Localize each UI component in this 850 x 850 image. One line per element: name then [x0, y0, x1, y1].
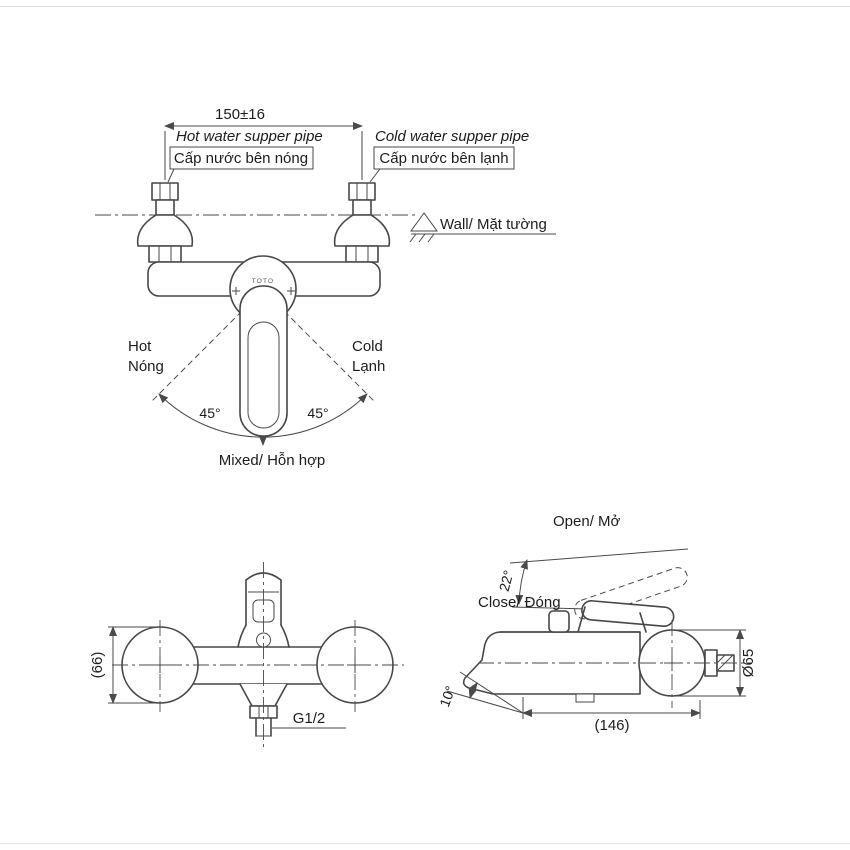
eccentric-coupling-hot	[136, 214, 194, 263]
dimension-65: Ø65	[672, 629, 757, 697]
mixed-label: Mixed/ Hỗn hợp	[219, 452, 326, 469]
supply-pipe-cold	[348, 182, 376, 216]
handle-front	[239, 285, 288, 437]
wall-triangle-icon	[410, 212, 438, 232]
hot-supply-pipe-label-vi: Cấp nước bên nóng	[174, 150, 308, 167]
angle-45-right-label: 45°	[307, 405, 328, 421]
open-label: Open/ Mở	[553, 513, 621, 530]
close-label: Close/ Đóng	[478, 594, 561, 611]
dimension-66: (66)	[89, 626, 156, 704]
diverter-knob-side	[548, 610, 570, 633]
angle-10: 10°	[436, 671, 524, 714]
hot-label-vi: Nóng	[128, 358, 164, 375]
valve-body-side	[462, 610, 641, 703]
depth-146-label: (146)	[594, 717, 629, 734]
wall-symbol: Wall/ Mặt tường	[95, 212, 556, 243]
supply-pipe-hot	[151, 182, 179, 216]
thread-g12-label: G1/2	[293, 710, 326, 727]
dim-150-label: 150±16	[215, 106, 265, 123]
page-top-divider	[0, 6, 850, 7]
angle-10-label: 10°	[436, 684, 458, 709]
escutcheon-cross-marks	[232, 287, 295, 295]
cold-supply-label-box	[373, 146, 515, 170]
side-profile-view: 22° Open/ Mở Close/ Đóng	[436, 513, 757, 734]
dimension-150: 150±16	[164, 106, 363, 180]
wall-label: Wall/ Mặt tường	[440, 216, 547, 233]
body-bottom-detail	[575, 693, 595, 703]
lever-closed	[577, 600, 675, 633]
hot-label-en: Hot	[128, 338, 152, 355]
cold-supply-pipe-label-en: Cold water supper pipe	[375, 128, 529, 145]
angle-22-label: 22°	[496, 568, 517, 593]
page-bottom-divider	[0, 843, 850, 844]
angle-45-left-label: 45°	[199, 405, 220, 421]
eccentric-coupling-cold	[333, 214, 391, 263]
thread-annotation: G1/2	[272, 710, 346, 729]
top-installation-view: 150±16 Hot water supper pipe Cấp nước bê…	[95, 106, 556, 469]
hot-supply-pipe-label-en: Hot water supper pipe	[176, 128, 323, 145]
cold-label-vi: Lạnh	[352, 358, 385, 375]
height-66-label: (66)	[89, 652, 106, 679]
cold-label-en: Cold	[352, 338, 383, 355]
front-elevation-view: (66) G1/2	[89, 562, 404, 750]
diameter-65-label: Ø65	[740, 649, 757, 677]
cold-supply-pipe-label-vi: Cấp nước bên lạnh	[379, 150, 508, 167]
hot-supply-label-box	[169, 146, 314, 170]
dimension-146: (146)	[522, 697, 701, 734]
toto-brand-label: TOTO	[252, 278, 275, 285]
